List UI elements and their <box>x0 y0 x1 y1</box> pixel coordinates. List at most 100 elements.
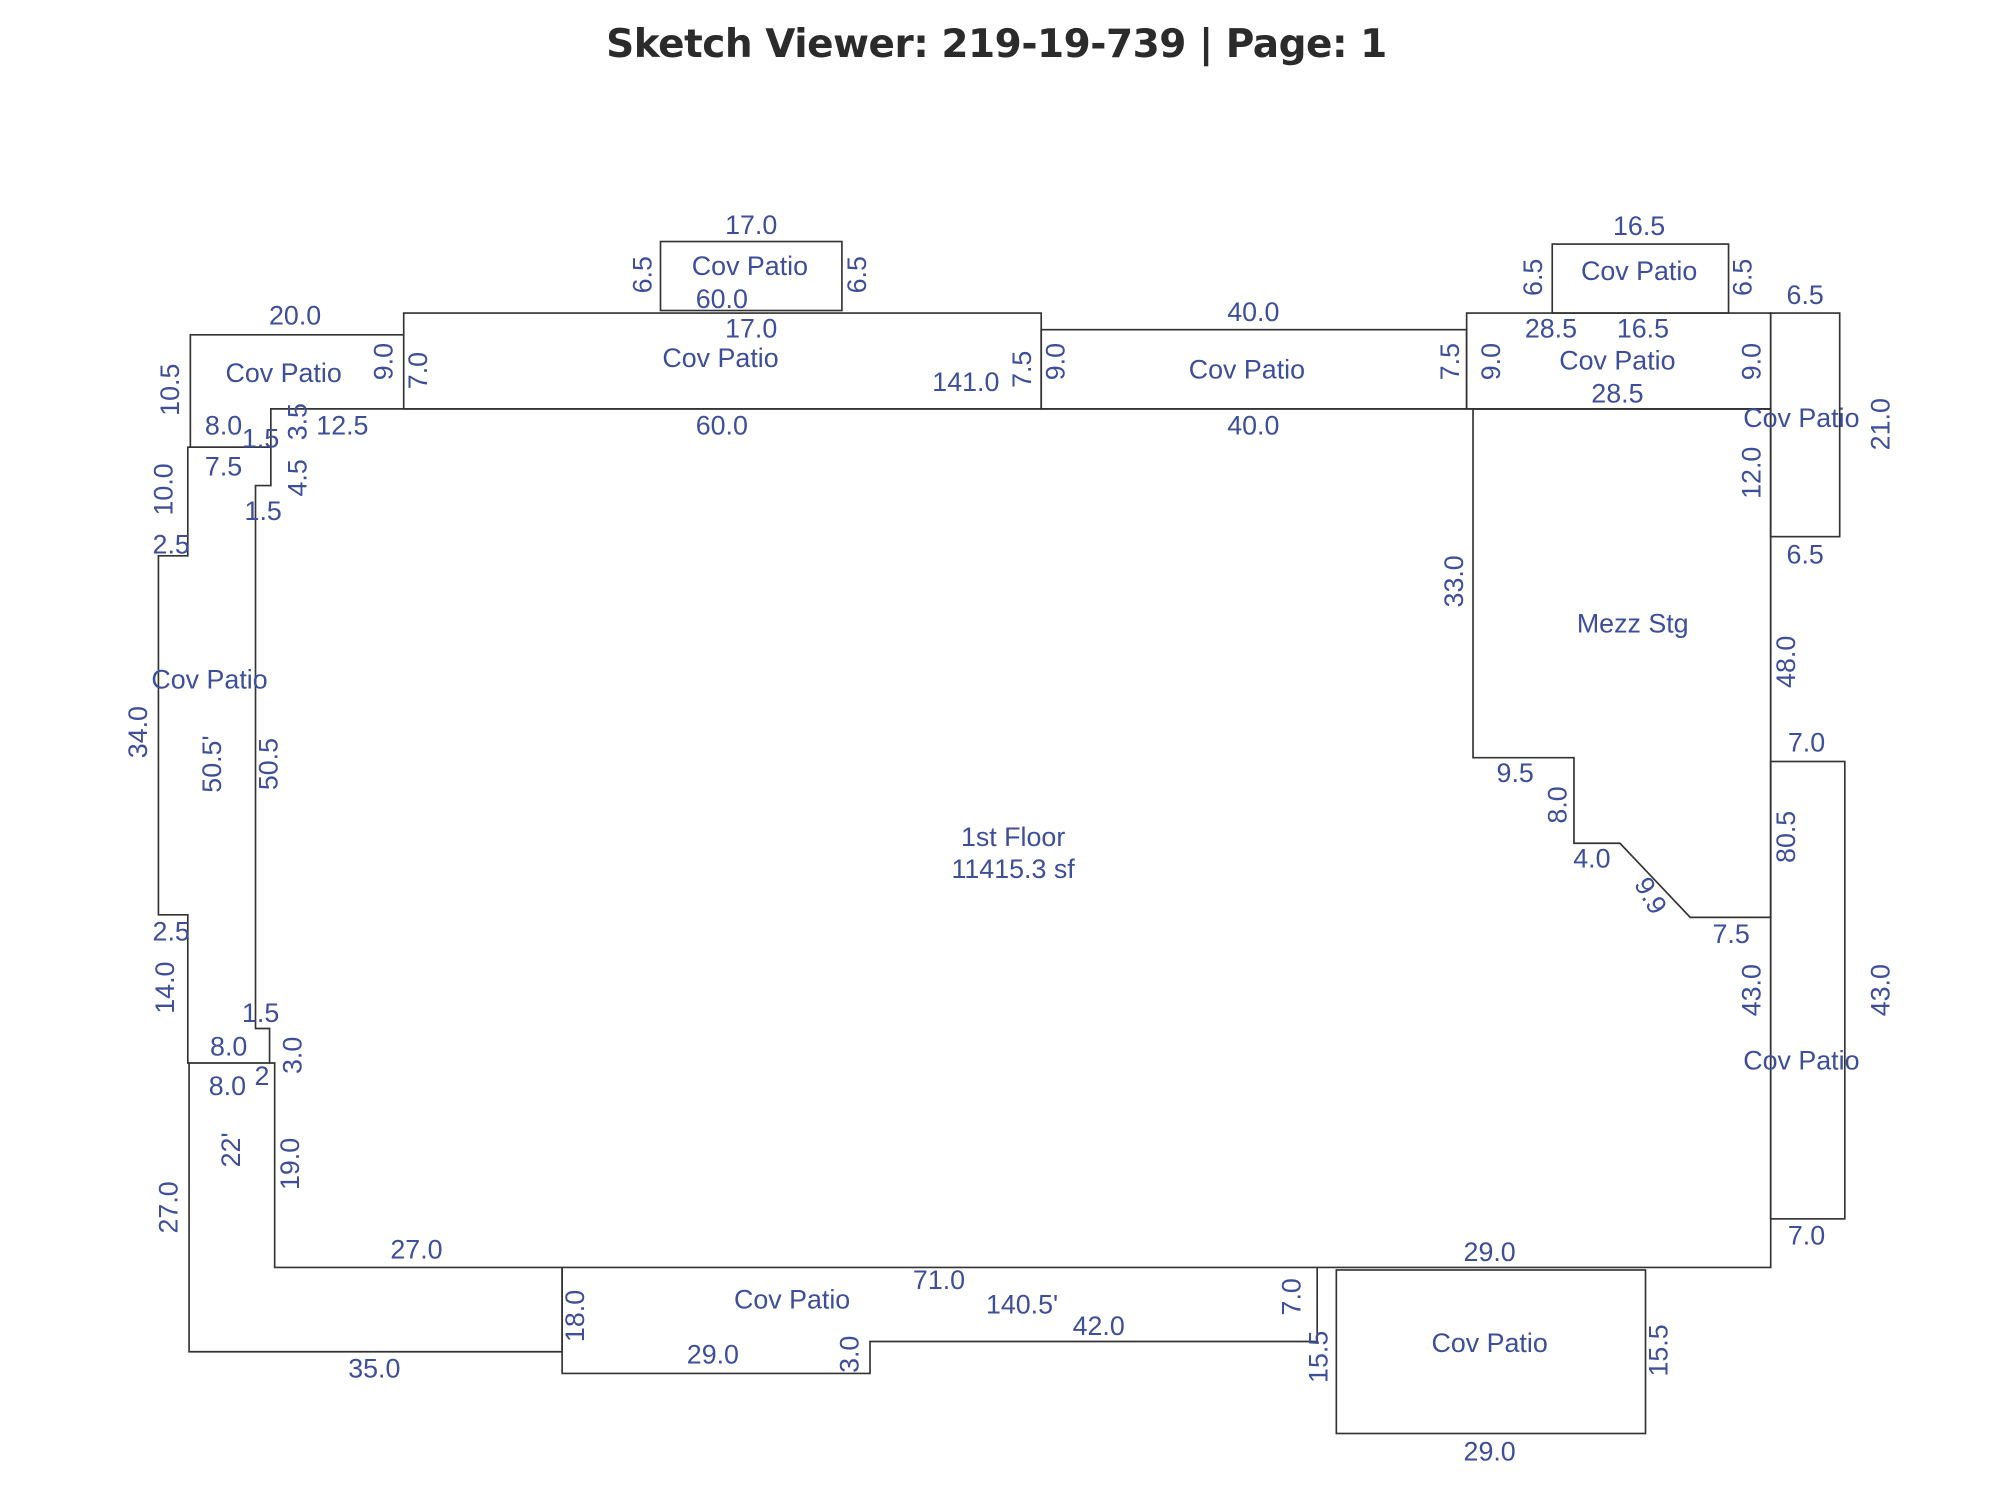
dimension-label: 9.0 <box>1737 343 1767 380</box>
dimension-label: 9.9 <box>1628 872 1673 919</box>
dimension-label: 28.5 <box>1525 313 1577 343</box>
area-cov-patio-top-small <box>659 240 843 312</box>
area-label: Mezz Stg <box>1577 609 1689 639</box>
area-cov-patio-bottom-left <box>188 1063 563 1353</box>
dimension-label: 1.5 <box>242 998 279 1028</box>
dimension-label: 60.0 <box>696 410 748 440</box>
area-label: Cov Patio <box>1189 354 1305 384</box>
dimension-label: 1.5 <box>245 496 282 526</box>
dimension-label: 14.0 <box>150 962 180 1014</box>
dimension-label: 27.0 <box>390 1235 442 1265</box>
dimension-label: 8.0 <box>209 1071 246 1101</box>
dimension-label: 7.0 <box>1788 727 1825 757</box>
dimension-label: 60.0 <box>696 284 748 314</box>
area-label: Cov Patio <box>662 343 778 373</box>
dimension-label: 20.0 <box>269 301 321 331</box>
area-label: Cov Patio <box>1743 403 1859 433</box>
area-label: Cov Patio <box>1432 1328 1548 1358</box>
dimension-label: 18.0 <box>560 1290 590 1342</box>
dimension-label: 40.0 <box>1227 410 1279 440</box>
dimension-label: 7.5 <box>1007 351 1037 388</box>
dimension-label: 2.5 <box>153 529 190 559</box>
dimension-label: 7.5 <box>205 451 242 481</box>
dimension-label: 6.5 <box>1787 280 1824 310</box>
dimension-label: 3.0 <box>278 1037 308 1074</box>
dimension-label: 29.0 <box>687 1339 739 1369</box>
dimension-label: 6.5 <box>628 256 658 293</box>
dimension-label: 21.0 <box>1866 398 1896 450</box>
page-title: Sketch Viewer: 219-19-739 | Page: 1 <box>606 22 1387 67</box>
dimension-label: 17.0 <box>725 313 777 343</box>
dimension-label: 9.0 <box>1040 343 1070 380</box>
dimension-label: 9.5 <box>1497 758 1534 788</box>
dimension-label: 7.5 <box>1435 343 1465 380</box>
dimension-label: 80.5 <box>1771 811 1801 863</box>
dimension-label: 7.5 <box>1712 919 1749 949</box>
dimension-label: 7.0 <box>1788 1220 1825 1250</box>
dimension-label: 3.5 <box>283 403 313 440</box>
dimension-label: 9.0 <box>368 343 398 380</box>
dimension-label: 48.0 <box>1771 636 1801 688</box>
dimension-label: 17.0 <box>725 210 777 240</box>
dimension-label: 43.0 <box>1866 964 1896 1016</box>
area-label: Cov Patio <box>1743 1045 1859 1075</box>
dimension-label: 140.5' <box>986 1289 1058 1319</box>
dimension-label: 2 <box>254 1061 269 1091</box>
dimension-label: 34.0 <box>123 706 153 758</box>
dimension-label: 10.5 <box>155 364 185 416</box>
dimension-label: 8.0 <box>1542 786 1572 823</box>
dimension-label: 9.0 <box>1476 343 1506 380</box>
dimension-label: 1.5 <box>242 423 279 453</box>
area-mezz-stg <box>1472 408 1772 919</box>
dimension-label: 10.0 <box>149 463 179 515</box>
dimension-label: 8.0 <box>205 410 242 440</box>
dimension-label: 29.0 <box>1464 1436 1516 1466</box>
area-label: Cov Patio <box>225 358 341 388</box>
dimension-label: 28.5 <box>1591 379 1643 409</box>
dimension-label: 71.0 <box>913 1265 965 1295</box>
dimension-label: 15.5 <box>1303 1331 1333 1383</box>
dimension-label: 141.0 <box>932 367 999 397</box>
area-label: 1st Floor <box>961 822 1065 852</box>
dimension-label: 15.5 <box>1643 1324 1673 1376</box>
dimension-label: 19.0 <box>275 1138 305 1190</box>
area-label: Cov Patio <box>692 251 808 281</box>
dimension-label: 2.5 <box>153 916 190 946</box>
dimension-label: 6.5 <box>1518 259 1548 296</box>
dimension-label: 7.0 <box>403 352 433 389</box>
area-cov-patio-right-lower <box>1769 760 1846 1220</box>
area-label: 11415.3 sf <box>951 854 1075 884</box>
dimension-label: 12.5 <box>316 410 368 440</box>
area-label: Cov Patio <box>734 1284 850 1314</box>
dimension-label: 16.5 <box>1617 313 1669 343</box>
area-cov-patio-bottom-middle <box>561 1267 1318 1375</box>
area-label: Cov Patio <box>1581 256 1697 286</box>
area-cov-patio-left <box>157 446 271 1064</box>
dimension-label: 40.0 <box>1227 297 1279 327</box>
dimension-label: 7.0 <box>1277 1278 1307 1315</box>
dimension-label: 29.0 <box>1464 1237 1516 1267</box>
dimension-label: 12.0 <box>1737 447 1767 499</box>
sketch-lines <box>157 240 1846 1435</box>
dimension-label: 8.0 <box>210 1031 247 1061</box>
dimension-label: 3.0 <box>835 1336 865 1373</box>
dimension-label: 33.0 <box>1439 555 1469 607</box>
area-label: Cov Patio <box>1559 345 1675 375</box>
dimension-label: 27.0 <box>154 1181 184 1233</box>
dimension-label: 50.5 <box>253 738 283 790</box>
dimension-label: 4.0 <box>1573 844 1610 874</box>
dimension-label: 50.5' <box>197 735 227 792</box>
dimension-label: 4.5 <box>283 459 313 496</box>
dimension-label: 35.0 <box>348 1353 400 1383</box>
dimension-label: 22' <box>216 1132 246 1167</box>
dimension-label: 43.0 <box>1737 964 1767 1016</box>
area-cov-patio-top-right-small <box>1551 243 1730 314</box>
dimension-label: 42.0 <box>1073 1311 1125 1341</box>
area-cov-patio-bottom-right <box>1335 1269 1647 1435</box>
dimension-label: 6.5 <box>842 256 872 293</box>
dimension-label: 6.5 <box>1728 259 1758 296</box>
dimension-label: 16.5 <box>1613 211 1665 241</box>
area-label: Cov Patio <box>151 665 267 695</box>
